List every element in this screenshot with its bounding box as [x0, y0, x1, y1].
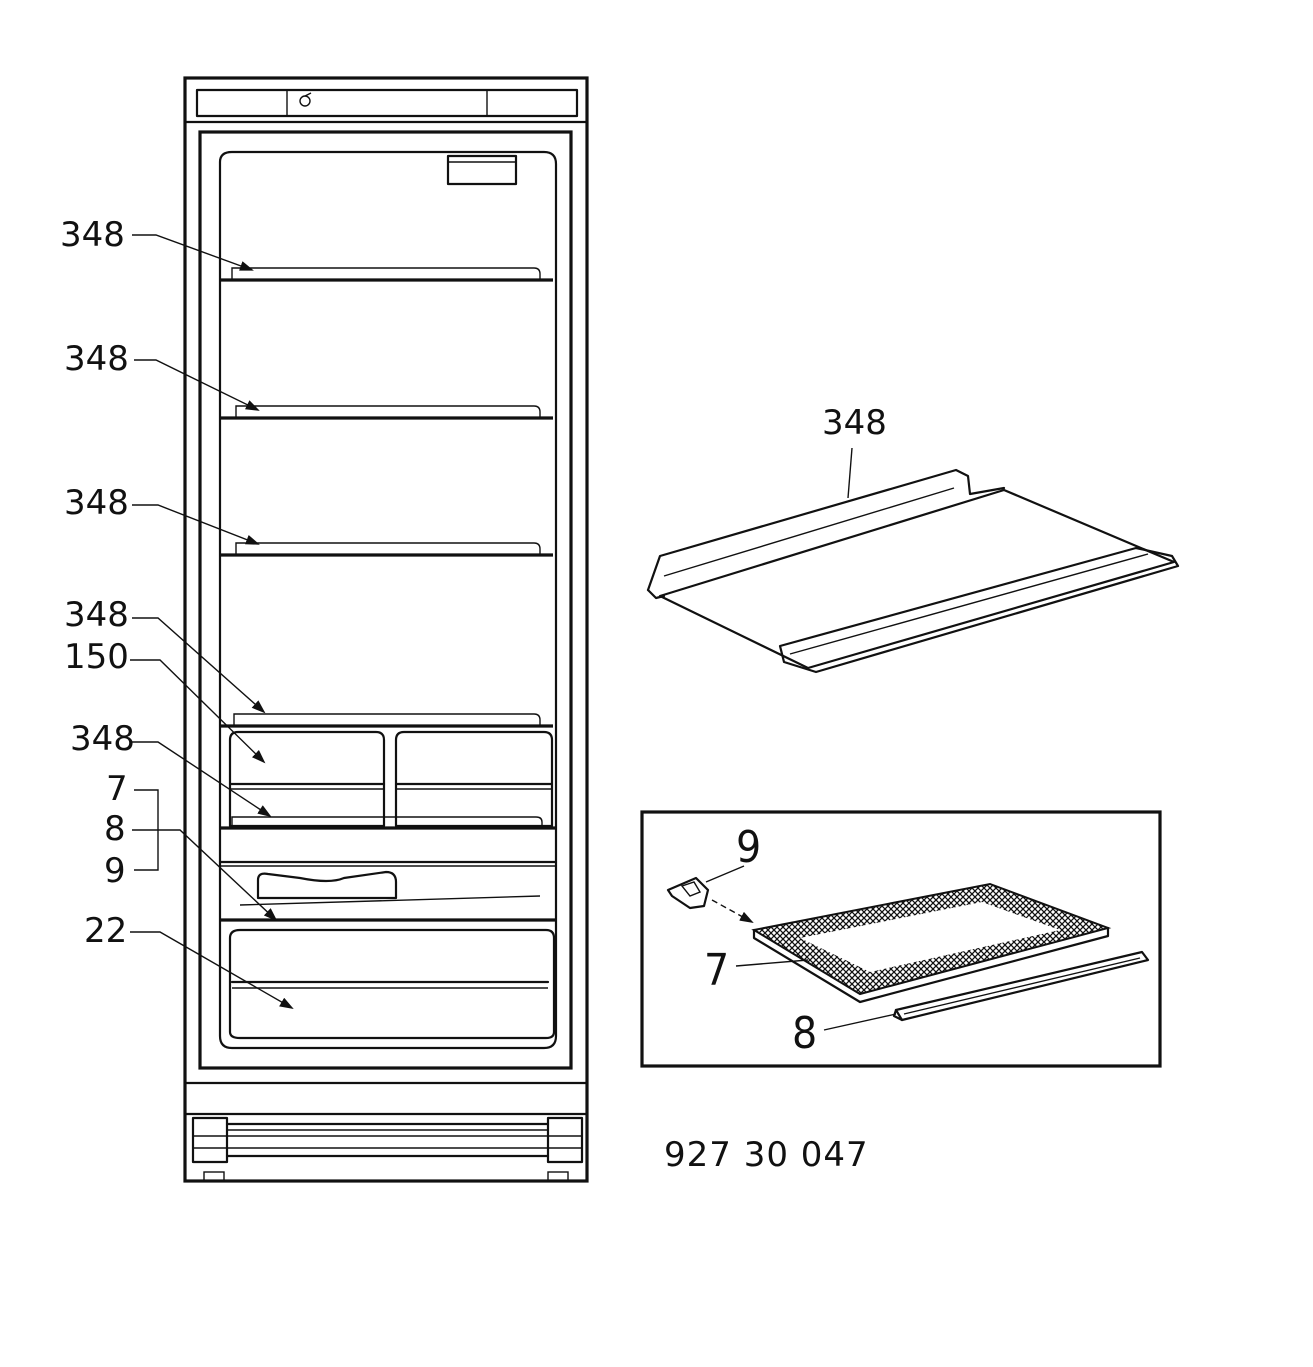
callout-label-9: 9	[104, 851, 126, 891]
callout-label-shelf-5: 348	[70, 719, 135, 759]
crisper-boxes	[228, 730, 554, 828]
bottom-drawer	[228, 928, 556, 1040]
thermostat-knob-icon	[299, 92, 312, 107]
shelf-5	[220, 816, 556, 830]
control-panel	[183, 76, 589, 124]
door-frame	[198, 130, 573, 1070]
shelf-detail-label: 348	[822, 403, 887, 443]
fridge-cabinet	[183, 76, 589, 1183]
inset-frame	[640, 810, 1162, 1068]
callout-label-8: 8	[104, 809, 126, 849]
lamp-housing	[446, 154, 518, 186]
document-code: 927 30 047	[664, 1135, 869, 1175]
cover-plate-7	[751, 882, 1112, 1004]
shelf-1	[220, 267, 553, 282]
callout-label-7: 7	[106, 769, 128, 809]
shelf-detail: 348	[646, 403, 1180, 674]
shelf-3	[220, 542, 553, 557]
inset-detail: 9 7 8	[640, 810, 1162, 1068]
shelf-4	[220, 713, 553, 728]
lower-cover-assembly	[218, 860, 558, 922]
interior-liner	[218, 150, 558, 1050]
inset-label-8: 8	[792, 1008, 817, 1059]
inset-label-7: 7	[704, 945, 729, 996]
base-kickplate	[183, 1081, 589, 1182]
callout-label-crisper-cover: 150	[64, 637, 129, 677]
callout-label-drawer: 22	[84, 911, 127, 951]
callout-label-shelf-3: 348	[64, 483, 129, 523]
callout-label-shelf-1: 348	[60, 215, 125, 255]
fridge-callouts: 348 348 348 348 150 348 7 8 9 22	[60, 215, 294, 1009]
callout-label-shelf-2: 348	[64, 339, 129, 379]
inset-label-9: 9	[736, 822, 761, 873]
fridge-front-view	[183, 76, 589, 1183]
shelf-2	[220, 405, 553, 420]
clip-part-9	[666, 876, 710, 910]
rail-part-8	[892, 950, 1150, 1022]
callout-label-shelf-4: 348	[64, 595, 129, 635]
